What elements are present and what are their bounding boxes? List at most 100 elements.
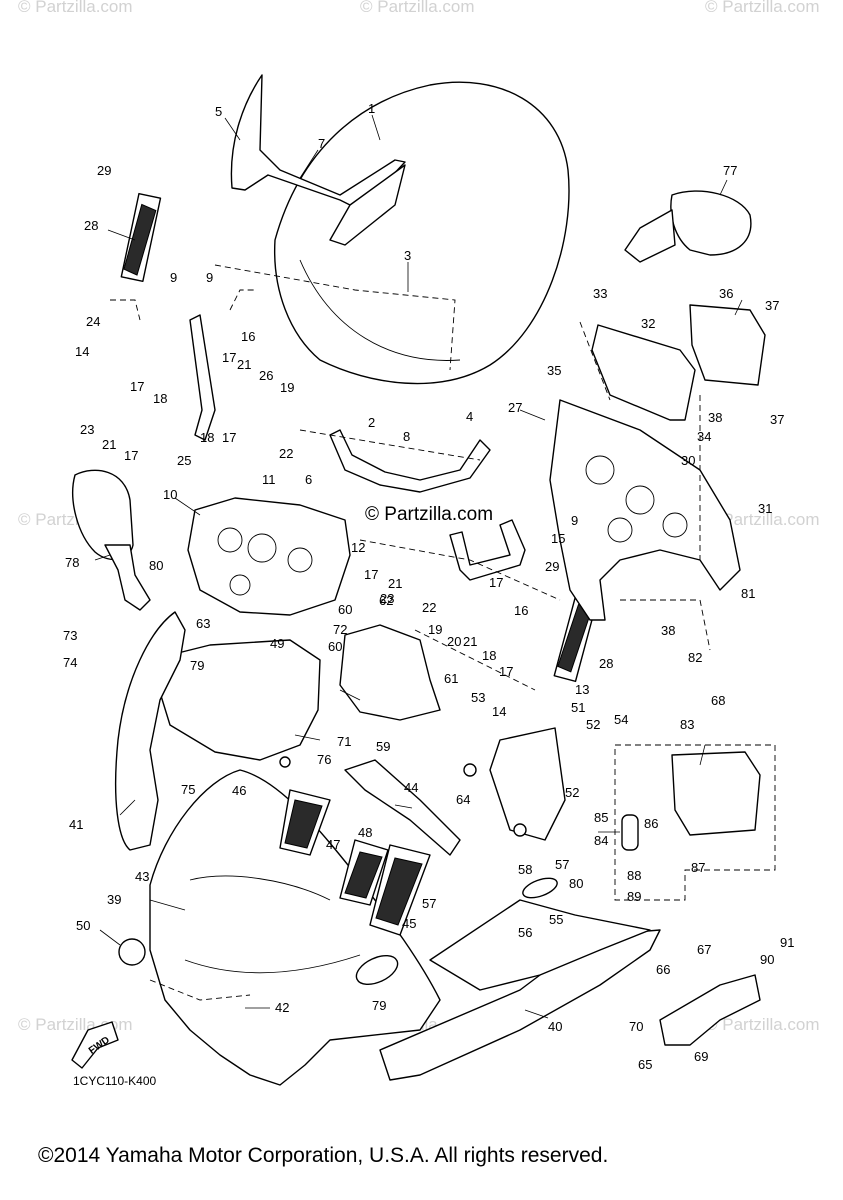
callouts: 1 2 3 4 5 6 7 8 9 9 9 10 11 12 13 14 14 … [63, 101, 794, 1072]
callout-label: 50 [76, 918, 90, 933]
callout-label: 33 [593, 286, 607, 301]
callout-label: 22 [422, 600, 436, 615]
inner-panel-part [339, 624, 441, 721]
callout-label: 47 [326, 837, 340, 852]
callout-label: 84 [594, 833, 608, 848]
electrical-box-part [671, 751, 761, 836]
callout-label: 52 [586, 717, 600, 732]
screen-bracket-part [230, 74, 406, 211]
callout-label: 57 [422, 896, 436, 911]
callout-label: 9 [170, 270, 177, 285]
callout-label: 61 [444, 671, 458, 686]
callout-label: 54 [614, 712, 628, 727]
callout-label: 12 [351, 540, 365, 555]
leader-lines [94, 114, 743, 1019]
callout-label: 81 [741, 586, 755, 601]
left-cowl-part [114, 611, 186, 851]
callout-label: 21 [237, 357, 251, 372]
callout-label: 60 [328, 639, 342, 654]
callout-label: 5 [215, 104, 222, 119]
part-drawings [71, 74, 766, 1086]
callout-label: 55 [549, 912, 563, 927]
callout-label: 27 [508, 400, 522, 415]
callout-label: 72 [333, 622, 347, 637]
callout-label: 79 [372, 998, 386, 1013]
callout-label: 68 [711, 693, 725, 708]
callout-label: 19 [428, 622, 442, 637]
callout-label: 70 [629, 1019, 643, 1034]
callout-label: 11 [262, 472, 276, 487]
callout-label: 28 [599, 656, 613, 671]
callout-label: 30 [681, 453, 695, 468]
watermark-text: © Partzilla.com [705, 1015, 820, 1034]
diagram-code: 1CYC110-K400 [73, 1074, 156, 1088]
callout-label: 32 [641, 316, 655, 331]
callout-label: 87 [691, 860, 705, 875]
front-cowling-part [149, 769, 441, 1086]
callout-label: 77 [723, 163, 737, 178]
callout-label: 31 [758, 501, 772, 516]
callout-label: 17 [222, 430, 236, 445]
callout-label: 17 [489, 575, 503, 590]
callout-label: 80 [569, 876, 583, 891]
callout-label: 78 [65, 555, 79, 570]
callout-label: 67 [697, 942, 711, 957]
callout-label: 4 [466, 409, 473, 424]
callout-label: 39 [107, 892, 121, 907]
callout-label: 7 [318, 136, 325, 151]
callout-label: 9 [206, 270, 213, 285]
callout-label: 15 [551, 531, 565, 546]
forward-arrow-icon [71, 1021, 119, 1069]
callout-label: 75 [181, 782, 195, 797]
callout-label: 69 [694, 1049, 708, 1064]
callout-label: 14 [492, 704, 506, 719]
callout-label: 6 [305, 472, 312, 487]
meter-assembly-part [187, 497, 351, 616]
callout-label: 56 [518, 925, 532, 940]
right-mirror-part [670, 190, 752, 256]
watermark-text: © Partzilla.com [18, 0, 133, 16]
callout-label: 42 [275, 1000, 289, 1015]
watermark-text: © Partzilla.com [705, 0, 820, 16]
callout-label: 90 [760, 952, 774, 967]
callout-label: 64 [456, 792, 470, 807]
callout-label: 23 [80, 422, 94, 437]
callout-label: 26 [259, 368, 273, 383]
callout-label: 57 [555, 857, 569, 872]
callout-label: 73 [63, 628, 77, 643]
callout-label: 2 [368, 415, 375, 430]
callout-label: 37 [765, 298, 779, 313]
callout-label: 58 [518, 862, 532, 877]
callout-label: 16 [241, 329, 255, 344]
callout-label: 14 [75, 344, 89, 359]
callout-label: 22 [279, 446, 293, 461]
callout-label: 17 [124, 448, 138, 463]
frame-stay-part [549, 399, 741, 621]
callout-label: 91 [780, 935, 794, 950]
callout-label: 45 [402, 916, 416, 931]
callout-label: 79 [190, 658, 204, 673]
assembly-lines [110, 264, 776, 1001]
callout-label: 36 [719, 286, 733, 301]
callout-label: 76 [317, 752, 331, 767]
callout-label: 49 [270, 636, 284, 651]
stay-bracket-part [329, 429, 491, 493]
callout-label: 37 [770, 412, 784, 427]
callout-label: 19 [280, 380, 294, 395]
callout-label: 3 [404, 248, 411, 263]
callout-label: 46 [232, 783, 246, 798]
center-watermark: © Partzilla.com [365, 504, 493, 525]
callout-label: 23 [380, 591, 394, 606]
watermark-text: © Partzilla.com [705, 510, 820, 529]
callout-label: 17 [364, 567, 378, 582]
callout-label: 38 [661, 623, 675, 638]
callout-label: 48 [358, 825, 372, 840]
callout-label: 18 [482, 648, 496, 663]
callout-label: 65 [638, 1057, 652, 1072]
callout-label: 16 [514, 603, 528, 618]
callout-label: 60 [338, 602, 352, 617]
callout-label: 59 [376, 739, 390, 754]
callout-label: 43 [135, 869, 149, 884]
callout-label: 34 [697, 429, 711, 444]
